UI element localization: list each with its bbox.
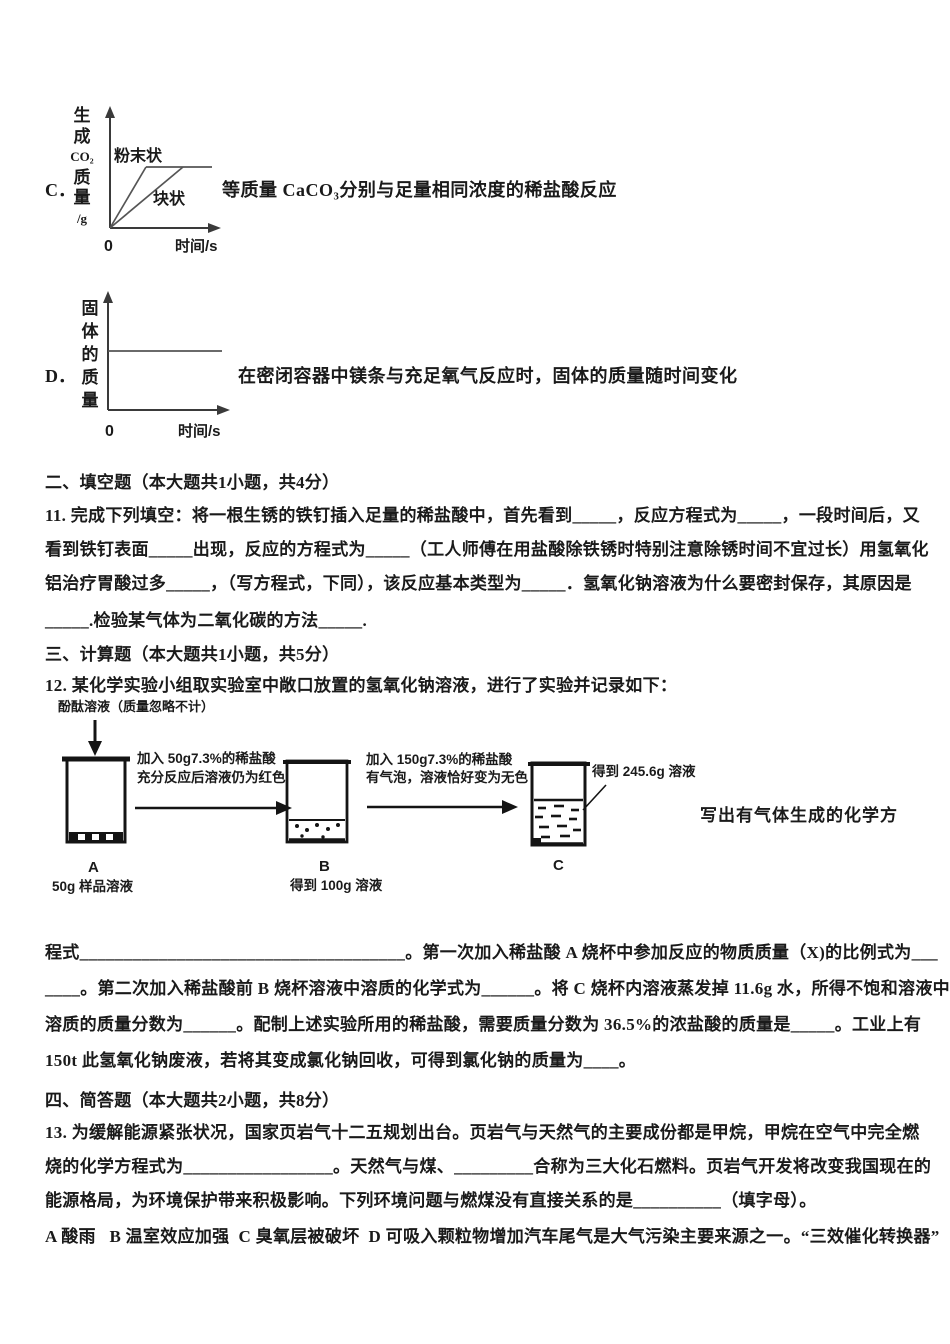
q12-line: 150t 此氢氧化钠废液，若将其变成氯化钠回收，可得到氯化钠的质量为____。: [45, 1051, 637, 1070]
ylabel-char: 的: [81, 345, 99, 364]
lump-curve-label: 块状: [153, 189, 186, 208]
arrow2-annotation-2: 有气泡，溶液恰好变为无色: [366, 769, 528, 785]
section-2-heading: 二、填空题（本大题共1小题，共4分）: [45, 473, 340, 492]
ylabel-char: 质: [81, 368, 99, 387]
q11-line: 11. 完成下列填空：将一根生锈的铁钉插入足量的稀盐酸中，首先看到_____，反…: [45, 506, 920, 525]
ylabel-char: 体: [81, 322, 99, 341]
graph-d-y-axis-label: 固 体 的 质 量: [76, 297, 104, 412]
option-d-label: D．: [45, 366, 76, 386]
q12-line: 程式_____________________________________。…: [45, 943, 938, 962]
ylabel-char: 量: [81, 391, 99, 410]
powder-curve: [109, 166, 147, 229]
option-c-label: C．: [45, 180, 76, 200]
q12-line: ____。第二次加入稀盐酸前 B 烧杯溶液中溶质的化学式为______。将 C …: [45, 979, 950, 998]
beaker-c: [528, 761, 590, 847]
q13-line: 13. 为缓解能源紧张状况，国家页岩气十二五规划出台。页岩气与天然气的主要成份都…: [45, 1123, 920, 1142]
arrow-a-to-b-head-icon: [276, 801, 292, 815]
beaker-b: [283, 759, 351, 844]
beaker-b-caption: 得到 100g 溶液: [289, 877, 383, 893]
x-axis-label: 时间/s: [175, 237, 218, 255]
option-c-description: 等质量 CaCO₃分别与足量相同浓度的稀盐酸反应: [222, 180, 617, 200]
arrow1-annotation-2: 充分反应后溶液仍为红色: [137, 769, 286, 785]
beaker-a-caption: 50g 样品溶液: [52, 878, 134, 894]
x-axis-arrow-icon: [208, 223, 221, 233]
ylabel-char: 生: [73, 106, 91, 125]
q11-line: 看到铁钉表面_____出现，反应的方程式为_____（工人师傅在用盐酸除铁锈时特…: [45, 540, 929, 559]
ylabel-char: 质: [73, 167, 91, 187]
q13-line: 烧的化学方程式为_________________。天然气与煤、________…: [45, 1157, 932, 1176]
beaker-a: [62, 756, 130, 844]
arrow1-annotation-1: 加入 50g7.3%的稀盐酸: [136, 750, 276, 766]
option-d-description: 在密闭容器中镁条与充足氧气反应时，固体的质量随时间变化: [238, 366, 738, 386]
beaker-a-label: A: [88, 859, 99, 876]
phenolphthalein-label: 酚酞溶液（质量忽略不计）: [58, 699, 214, 714]
beaker-c-caption: 得到 245.6g 溶液: [591, 763, 696, 779]
q13-line: A 酸雨 B 温室效应加强 C 臭氧层被破坏 D 可吸入颗粒物增加汽车尾气是大气…: [45, 1227, 940, 1246]
graph-d: 0 时间/s: [103, 291, 230, 440]
caption-pointer-line: [582, 784, 607, 811]
arrow2-annotation-1: 加入 150g7.3%的稀盐酸: [365, 751, 513, 767]
ylabel-char: /g: [76, 210, 88, 226]
experiment-diagram: 酚酞溶液（质量忽略不计） A 50g 样品溶液 加入 50g7.3%的稀盐酸 充…: [52, 699, 696, 894]
y-axis-arrow-icon: [103, 291, 113, 303]
x-axis-arrow-icon: [217, 405, 230, 415]
q11-line: 铝治疗胃酸过多_____，（写方程式，下同），该反应基本类型为_____．氢氧化…: [45, 574, 912, 593]
beaker-b-label: B: [319, 858, 330, 875]
lump-curve: [109, 166, 184, 229]
origin-label: 0: [105, 423, 114, 440]
origin-label: 0: [104, 238, 113, 255]
ylabel-char: 固: [81, 299, 99, 318]
ylabel-char: 量: [73, 188, 91, 207]
graph-c: 粉末状 块状 0 时间/s: [104, 106, 221, 255]
q13-line: 能源格局，为环境保护带来积极影响。下列环境问题与燃煤没有直接关系的是______…: [45, 1191, 817, 1210]
x-axis-label: 时间/s: [178, 422, 221, 440]
q12-line: 溶质的质量分数为______。配制上述实验所用的稀盐酸，需要质量分数为 36.5…: [45, 1015, 922, 1034]
ylabel-char: 成: [73, 126, 91, 146]
q11-line: _____.检验某气体为二氧化碳的方法_____.: [45, 611, 367, 630]
section-3-heading: 三、计算题（本大题共1小题，共5分）: [45, 645, 340, 664]
y-axis-arrow-icon: [105, 106, 115, 118]
powder-curve-label: 粉末状: [114, 146, 163, 165]
ylabel-char: CO₂: [70, 149, 94, 164]
section-4-heading: 四、简答题（本大题共2小题，共8分）: [45, 1091, 340, 1110]
graph-c-y-axis-label: 生 成 CO₂ 质 量 /g: [60, 106, 104, 229]
arrow-b-to-c-head-icon: [502, 800, 518, 814]
side-note: 写出有气体生成的化学方: [700, 806, 898, 825]
beaker-c-label: C: [553, 857, 564, 874]
down-arrow-head-icon: [88, 741, 102, 756]
liquid-dashes: [535, 804, 581, 839]
q12-intro: 12. 某化学实验小组取实验室中敞口放置的氢氧化钠溶液，进行了实验并记录如下：: [45, 676, 678, 695]
